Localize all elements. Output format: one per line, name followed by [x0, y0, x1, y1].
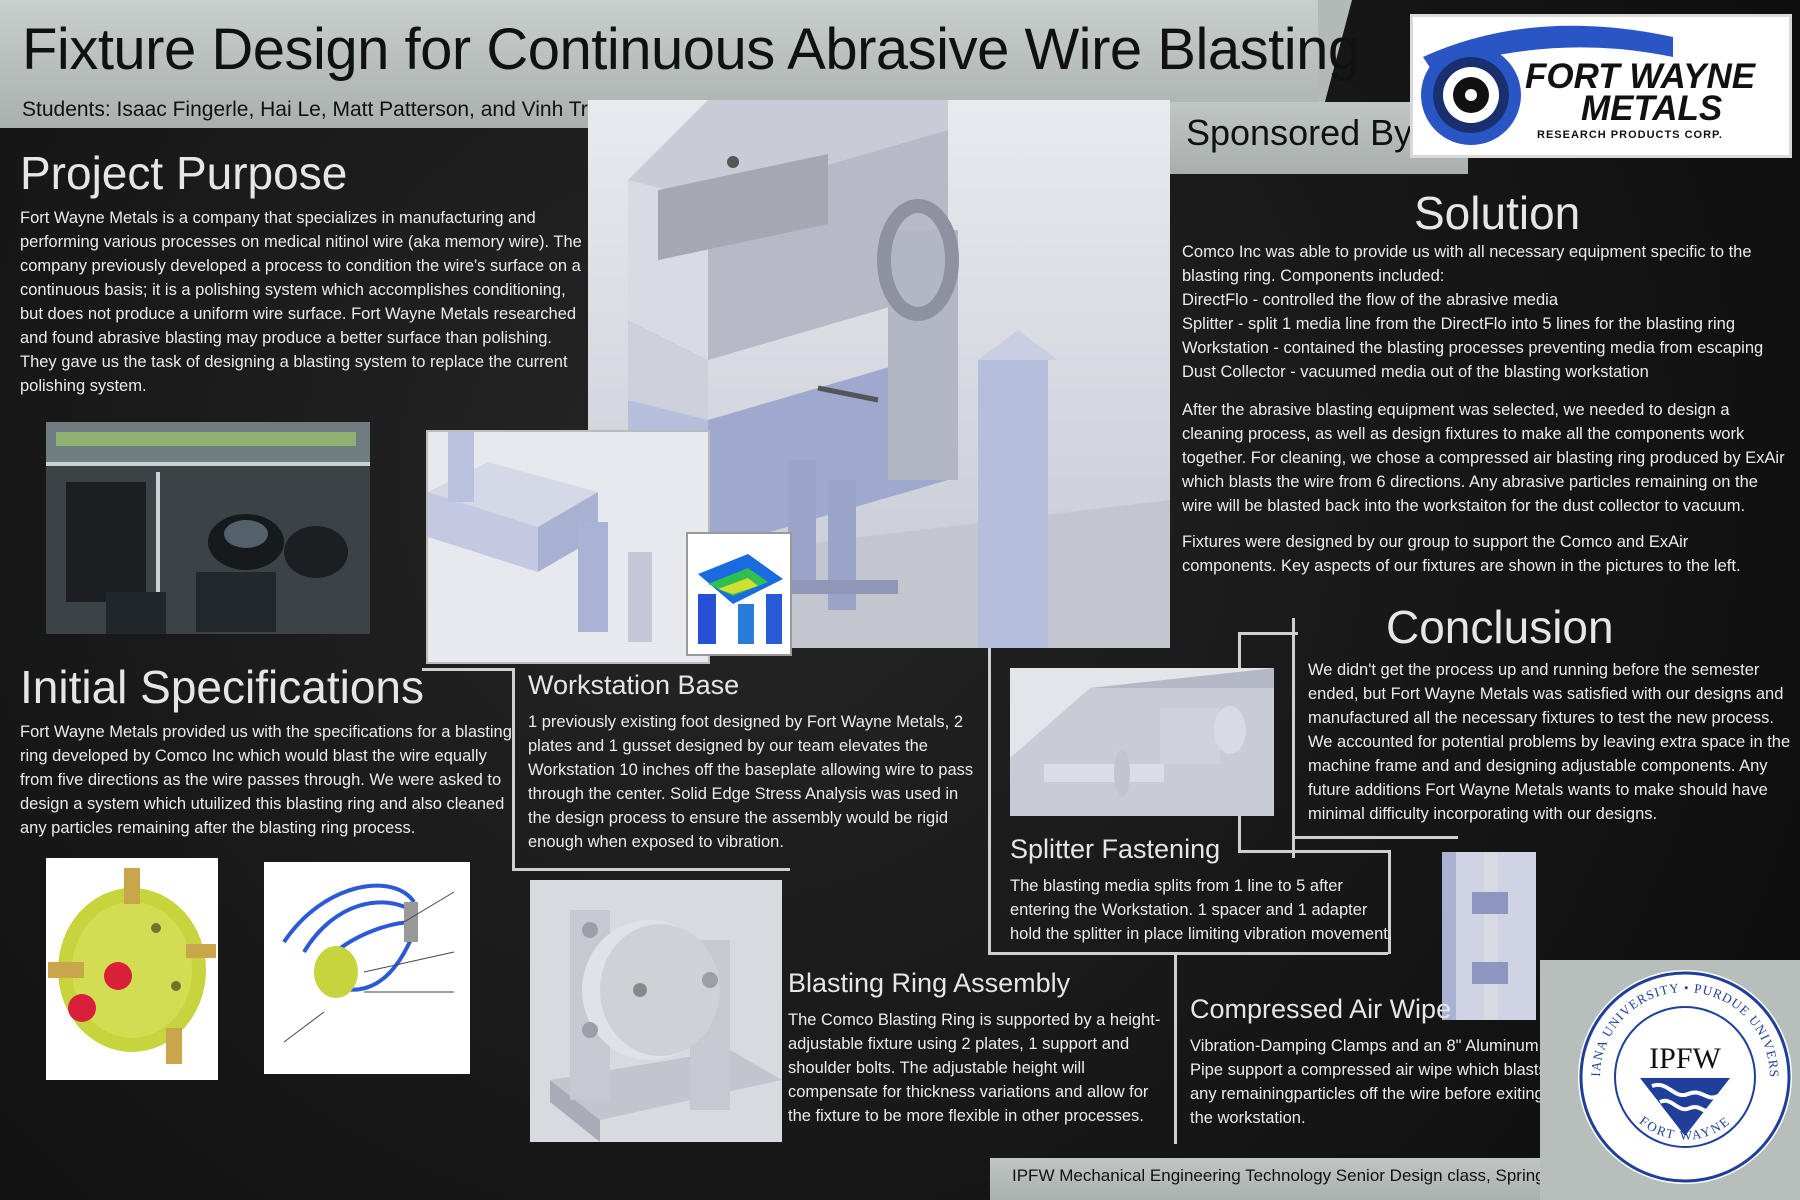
divider [1238, 850, 1390, 853]
splitter-fastening-render [1010, 668, 1274, 816]
project-purpose-heading: Project Purpose [20, 147, 348, 199]
ipfw-seal: INDIANA UNIVERSITY • PURDUE UNIVERSITY F… [1573, 958, 1792, 1184]
solution-component-item: Splitter - split 1 media line from the D… [1182, 315, 1735, 333]
blasting-ring-assembly-render [530, 880, 782, 1142]
blasting-ring-render [46, 858, 218, 1080]
divider [1174, 952, 1177, 1144]
seal-center-text: IPFW [1649, 1042, 1721, 1075]
divider [1238, 632, 1298, 635]
footer-credit: IPFW Mechanical Engineering Technology S… [1012, 1166, 1586, 1185]
divider [1388, 850, 1391, 954]
compressed-air-wipe-text: Vibration-Damping Clamps and an 8" Alumi… [1190, 1037, 1547, 1127]
solution-component-list: DirectFlo - controlled the flow of the a… [1182, 288, 1792, 384]
initial-specs-heading: Initial Specifications [20, 661, 424, 713]
splitter-hose-diagram [264, 862, 470, 1074]
existing-system-photo [46, 422, 370, 634]
fwm-logo-line2: METALS [1581, 89, 1723, 128]
students-line: Students: Isaac Fingerle, Hai Le, Matt P… [22, 98, 612, 121]
conclusion-text: We didn't get the process up and running… [1308, 661, 1791, 823]
blasting-ring-assembly-text: The Comco Blasting Ring is supported by … [788, 1011, 1161, 1125]
workstation-base-text: 1 previously existing foot designed by F… [528, 713, 974, 851]
solution-heading: Solution [1414, 187, 1581, 239]
solution-intro: Comco Inc was able to provide us with al… [1182, 243, 1752, 285]
divider [422, 668, 514, 671]
solution-component-item: Workstation - contained the blasting pro… [1182, 339, 1764, 357]
compressed-air-wipe-heading: Compressed Air Wipe [1190, 994, 1452, 1024]
fwm-logo-line3: RESEARCH PRODUCTS CORP. [1537, 129, 1723, 141]
sponsored-by-label: Sponsored By: [1186, 112, 1423, 153]
conclusion-heading: Conclusion [1386, 601, 1614, 653]
divider [1292, 836, 1458, 839]
initial-specs-text: Fort Wayne Metals provided us with the s… [20, 723, 512, 837]
fort-wayne-metals-logo: FORT WAYNE METALS RESEARCH PRODUCTS CORP… [1410, 14, 1792, 158]
divider [1292, 618, 1295, 858]
workstation-base-render [426, 430, 710, 664]
solution-component-item: Dust Collector - vacuumed media out of t… [1182, 363, 1649, 381]
ipfw-seal-graphic: INDIANA UNIVERSITY • PURDUE UNIVERSITY F… [1573, 958, 1791, 1183]
solution-paragraph-2: After the abrasive blasting equipment wa… [1182, 401, 1785, 515]
fwm-logo-line1: FORT WAYNE [1525, 57, 1756, 96]
divider [988, 648, 991, 954]
divider [512, 668, 515, 870]
solution-paragraph-3: Fixtures were designed by our group to s… [1182, 533, 1741, 575]
footer-band [990, 1158, 1590, 1200]
workstation-base-heading: Workstation Base [528, 670, 740, 700]
divider [988, 952, 1388, 955]
fwm-logo-graphic [1421, 25, 1673, 145]
splitter-fastening-heading: Splitter Fastening [1010, 834, 1221, 864]
poster-title: Fixture Design for Continuous Abrasive W… [22, 17, 1360, 82]
blasting-ring-assembly-heading: Blasting Ring Assembly [788, 968, 1071, 998]
splitter-fastening-text: The blasting media splits from 1 line to… [1010, 877, 1393, 943]
solution-component-item: DirectFlo - controlled the flow of the a… [1182, 291, 1559, 309]
project-purpose-text: Fort Wayne Metals is a company that spec… [20, 209, 582, 395]
compressed-air-wipe-render [1442, 852, 1536, 1020]
stress-analysis-plot [686, 532, 792, 656]
divider [512, 868, 790, 871]
